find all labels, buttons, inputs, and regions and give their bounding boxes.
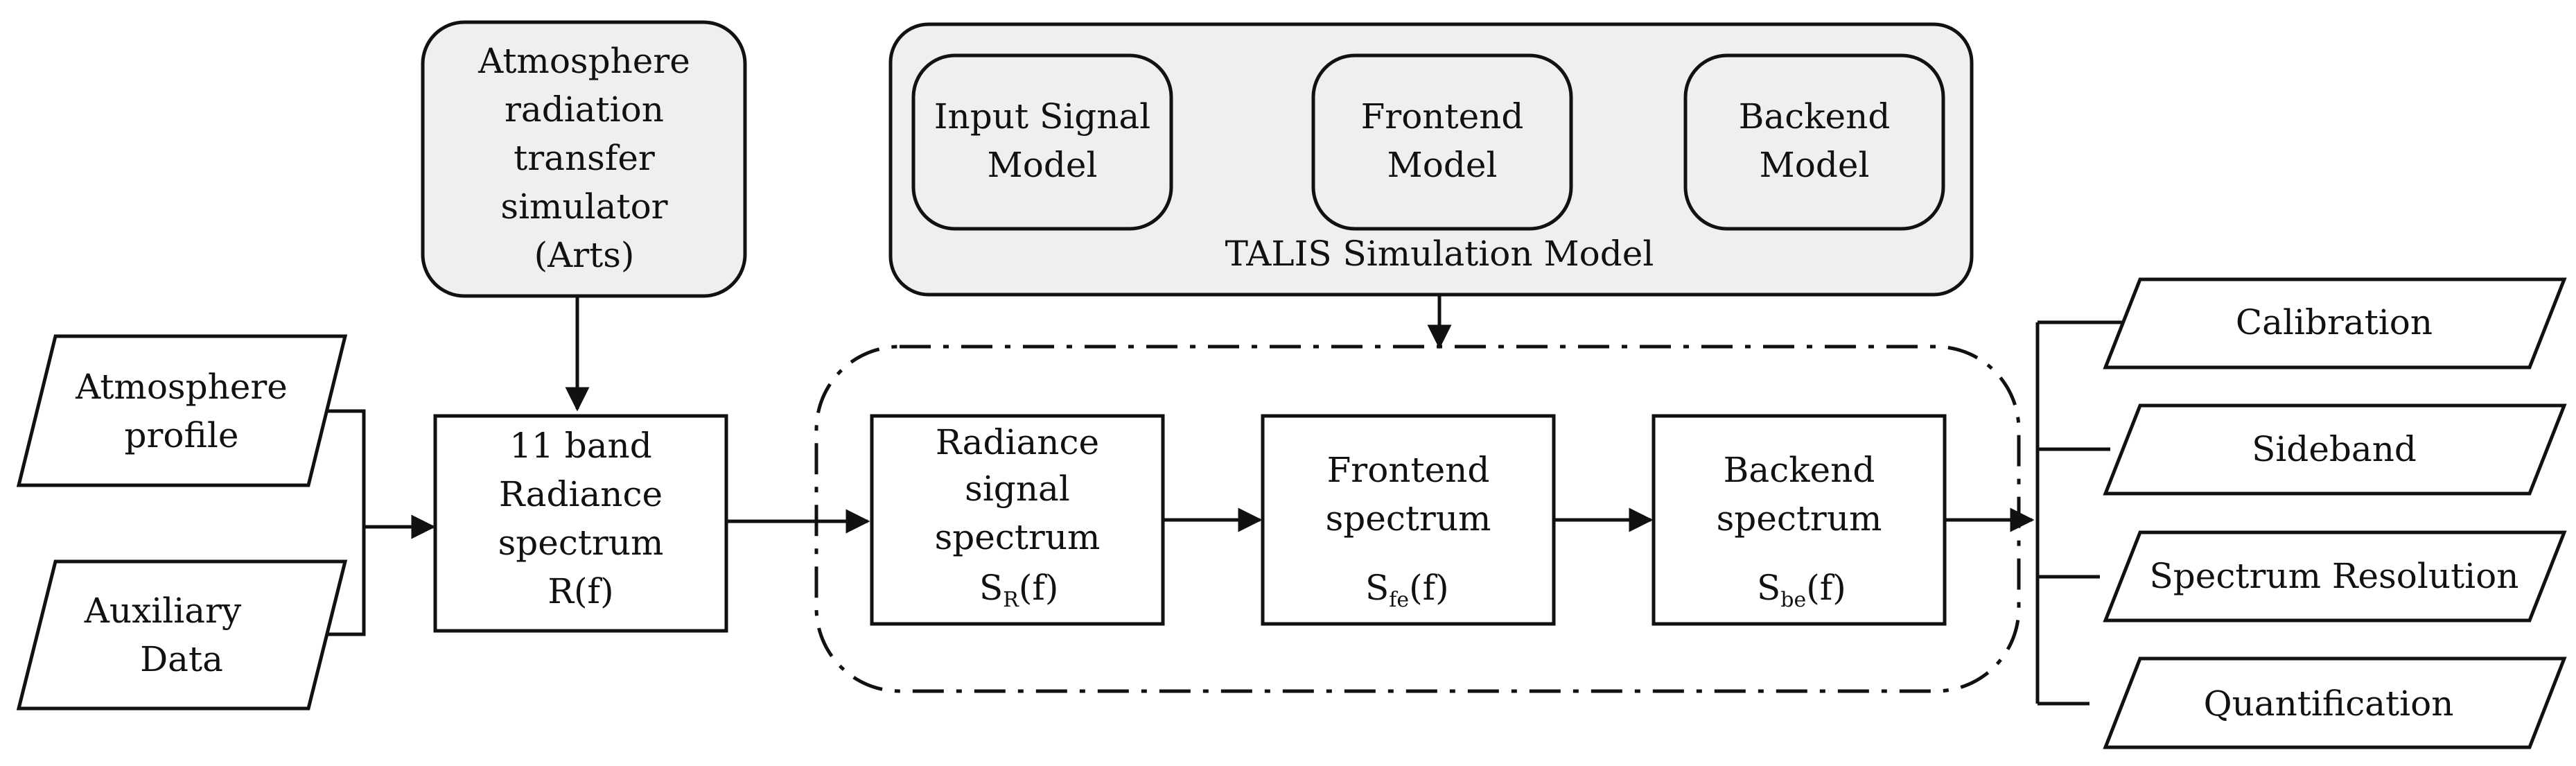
simulator-line5: (Arts) [534, 235, 635, 275]
input-signal-model-line1: Input Signal [934, 96, 1150, 137]
calibration-output: Calibration [2103, 277, 2567, 369]
quantification-label: Quantification [2204, 684, 2454, 724]
atmosphere-profile-line2: profile [125, 415, 239, 455]
frontend-model-line2: Model [1387, 145, 1498, 185]
calibration-label: Calibration [2236, 302, 2433, 342]
backend-model-shape [1683, 53, 1945, 231]
backend-spectrum-shape [1651, 414, 1947, 626]
spectrum-resolution-label: Spectrum Resolution [2150, 556, 2519, 596]
frontend-spectrum-shape [1261, 414, 1556, 626]
simulator-line4: simulator [500, 186, 667, 227]
input-signal-model-shape [911, 53, 1173, 231]
sideband-shape [2103, 403, 2567, 496]
sideband-label: Sideband [2252, 429, 2417, 469]
talis-simulation-model: Input Signal Model Frontend Model Backen… [888, 22, 1974, 297]
atmosphere-profile-shape [16, 334, 348, 487]
auxiliary-data-line2: Data [140, 639, 223, 679]
spectrum-resolution-output: Spectrum Resolution [2103, 530, 2567, 623]
sideband-output: Sideband [2103, 403, 2567, 496]
talis-title: TALIS Simulation Model [1225, 234, 1654, 274]
input-signal-model-box: Input Signal Model [911, 53, 1173, 231]
backend-spectrum-symbol: Sbe(f) [1757, 568, 1846, 612]
radiance-spectrum-line2: Radiance [499, 474, 663, 514]
radiance-signal-line1: Radiance [936, 422, 1099, 462]
radiance-spectrum-line3: spectrum [498, 523, 664, 563]
backend-model-line1: Backend [1739, 96, 1891, 137]
auxiliary-data-input: Auxiliary Data [16, 559, 348, 711]
frontend-spectrum-box: Frontend spectrum Sfe(f) [1261, 414, 1556, 626]
backend-spectrum-line1: Backend [1724, 450, 1875, 490]
frontend-model-shape [1311, 53, 1573, 231]
radiance-spectrum-box: 11 band Radiance spectrum R(f) [433, 414, 728, 633]
simulator-line3: transfer [514, 138, 655, 178]
input-signal-model-line2: Model [988, 145, 1098, 185]
radiance-spectrum-shape [433, 414, 728, 633]
input-bracket-line [326, 409, 366, 636]
input-connector [326, 409, 436, 636]
backend-spectrum-line2: spectrum [1717, 498, 1882, 539]
frontend-spectrum-symbol: Sfe(f) [1365, 568, 1449, 612]
radiance-spectrum-line4: R(f) [547, 571, 613, 611]
backend-spectrum-box: Backend spectrum Sbe(f) [1651, 414, 1947, 626]
simulator-shape [421, 20, 747, 298]
radiance-signal-symbol: SR(f) [979, 568, 1058, 612]
backend-model-line2: Model [1760, 145, 1870, 185]
output-bus [2035, 320, 2131, 706]
simulator-line1: Atmosphere [477, 41, 690, 81]
calibration-shape [2103, 277, 2567, 369]
quantification-output: Quantification [2103, 656, 2567, 749]
auxiliary-data-shape [16, 559, 348, 711]
atmosphere-profile-line1: Atmosphere [75, 367, 288, 407]
frontend-spectrum-line1: Frontend [1327, 450, 1490, 490]
simulator-line2: radiation [505, 89, 664, 130]
frontend-model-line1: Frontend [1361, 96, 1524, 137]
frontend-model-box: Frontend Model [1311, 53, 1573, 231]
frontend-spectrum-line2: spectrum [1326, 498, 1491, 539]
spectrum-resolution-shape [2103, 530, 2567, 623]
atmosphere-profile-input: Atmosphere profile [16, 334, 348, 487]
backend-model-box: Backend Model [1683, 53, 1945, 231]
radiation-simulator-box: Atmosphere radiation transfer simulator … [421, 20, 747, 298]
auxiliary-data-line1: Auxiliary [84, 591, 242, 631]
radiance-signal-line3: spectrum [935, 517, 1101, 557]
radiance-signal-line2: signal [965, 469, 1070, 509]
radiance-spectrum-line1: 11 band [509, 426, 652, 466]
radiance-signal-spectrum-box: Radiance signal spectrum SR(f) [870, 414, 1165, 626]
quantification-shape [2103, 656, 2567, 749]
